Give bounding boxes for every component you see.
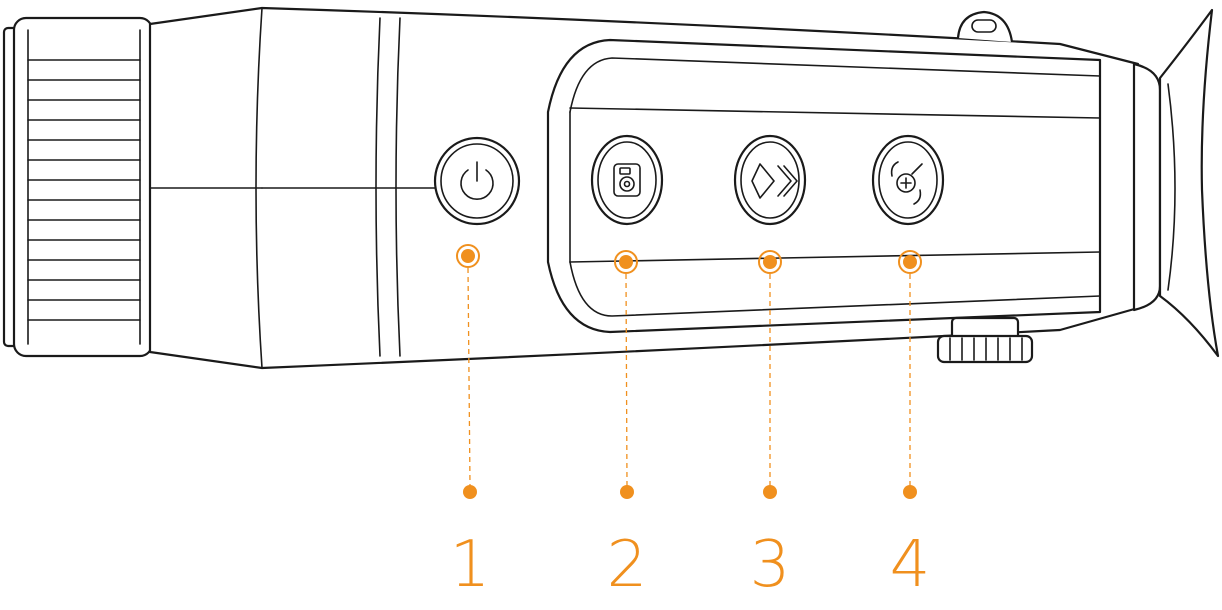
callout-3: 3 [750,250,791,602]
callout-target-dot [461,249,475,263]
tripod-adapter [936,316,1034,364]
callout-target-ring [898,250,922,274]
callout-number: 3 [750,528,791,602]
callout-1: 1 [450,244,491,602]
zoom-icon [890,161,923,205]
chevron-right-icon [751,163,798,199]
callout-target-ring [456,244,480,268]
zoom-button[interactable] [871,134,945,226]
power-icon [460,161,494,200]
callout-target-dot [763,255,777,269]
callout-leader-line [467,267,471,487]
callout-end-dot [763,485,777,499]
callout-target-ring [614,250,638,274]
callout-target-dot [903,255,917,269]
control-panel [546,38,1102,334]
callouts: 1 2 3 4 [450,244,931,602]
mode-button[interactable] [733,134,807,226]
callout-number: 4 [890,528,931,602]
callout-2: 2 [607,250,648,602]
callout-end-dot [463,485,477,499]
lanyard-loop [956,10,1014,43]
callout-target-ring [758,250,782,274]
callout-4: 4 [890,250,931,602]
callout-target-dot [619,255,633,269]
callout-end-dot [903,485,917,499]
callout-number: 1 [450,528,491,602]
power-button[interactable] [433,136,521,226]
callout-number: 2 [607,528,648,602]
camera-icon [613,163,641,197]
camera-button[interactable] [590,134,664,226]
focus-ring [2,16,154,358]
callout-end-dot [620,485,634,499]
eyepiece [1132,8,1220,358]
